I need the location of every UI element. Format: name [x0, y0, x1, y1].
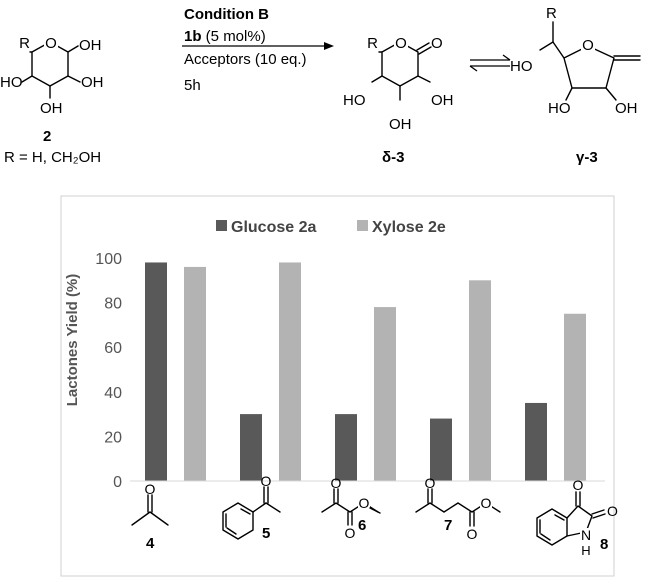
equilibrium-arrows	[469, 54, 511, 72]
legend-swatch-xylose	[357, 220, 368, 231]
product-delta-label: δ-3	[382, 149, 404, 166]
pyruvate-ester-oxygen: O	[359, 495, 370, 511]
c3-oh-label: OH	[40, 100, 63, 117]
reactant-structure: O R OH OH HO OH	[0, 33, 104, 117]
acceptor-structures: O 4 O 5 O O O 6	[131, 473, 618, 558]
gamma-lactone-structure: O R HO HO OH	[510, 5, 641, 117]
bar-glucose-7	[430, 418, 452, 481]
y-tick-label: 100	[95, 251, 122, 268]
gamma-c3-ho-label: HO	[548, 100, 571, 117]
time-line: 5h	[184, 77, 201, 94]
pyruvate-ketone-oxygen: O	[331, 475, 342, 491]
bar-xylose-4	[184, 266, 206, 481]
anomeric-oh-label: OH	[79, 37, 102, 54]
carbonyl-oxygen: O	[431, 35, 443, 52]
bar-xylose-7	[469, 280, 491, 481]
bar-glucose-6	[335, 414, 357, 481]
bar-glucose-8	[525, 402, 547, 481]
acceptor-number-6: 6	[358, 517, 366, 534]
lactone-r-label: R	[367, 35, 378, 52]
acceptor-number-4: 4	[146, 535, 155, 552]
bar-glucose-4	[145, 262, 167, 481]
gamma-c2-oh-label: OH	[615, 100, 638, 117]
acceptor-number-5: 5	[262, 525, 270, 542]
acceptor-acetone: O 4	[131, 481, 169, 552]
acceptor-number-7: 7	[444, 517, 452, 534]
acceptors-line: Acceptors (10 eq.)	[184, 51, 307, 68]
y-axis-label: Lactones Yield (%)	[64, 274, 81, 407]
lactone-c4-ho-label: HO	[343, 92, 366, 109]
levulinate-ester-carbonyl-oxygen: O	[467, 526, 478, 542]
lactone-ring-oxygen: O	[395, 35, 407, 52]
bar-glucose-5	[240, 414, 262, 481]
bar-marks	[145, 262, 586, 481]
pyruvate-ester-carbonyl-oxygen: O	[345, 525, 356, 541]
y-axis-ticks: 0 20 40 60 80 100	[95, 251, 122, 491]
y-tick-label: 60	[104, 340, 122, 357]
product-gamma-label: γ-3	[576, 149, 598, 166]
acetone-oxygen: O	[145, 481, 156, 497]
reactant-number: 2	[43, 128, 51, 145]
legend-label-glucose: Glucose 2a	[231, 219, 316, 236]
acceptor-acetophenone: O 5	[222, 473, 281, 542]
chart-frame	[60, 195, 615, 577]
acceptor-isatin: O O N H 8	[536, 477, 618, 558]
r-group-label: R	[19, 35, 30, 52]
acceptor-number-8: 8	[600, 536, 608, 553]
y-tick-label: 40	[104, 385, 122, 402]
bar-xylose-8	[564, 313, 586, 481]
acceptor-methyl-pyruvate: O O O 6	[321, 475, 381, 541]
bar-xylose-6	[374, 307, 396, 481]
gamma-r-label: R	[546, 5, 557, 22]
isatin-c2-oxygen: O	[607, 503, 618, 519]
levulinate-ketone-oxygen: O	[425, 475, 436, 491]
ring-oxygen: O	[45, 35, 57, 52]
isatin-n-hydrogen: H	[581, 543, 590, 558]
catalyst-line: 1b (5 mol%)	[184, 28, 266, 45]
r-definition: R = H, CH₂OH	[4, 149, 101, 166]
reaction-scheme: O R OH OH HO OH 2 R = H, CH₂OH Condition…	[0, 5, 641, 166]
chart-legend: Glucose 2a Xylose 2e	[216, 219, 446, 236]
levulinate-ester-oxygen: O	[481, 495, 492, 511]
c2-oh-label: OH	[81, 74, 104, 91]
y-tick-label: 0	[113, 474, 122, 491]
acceptor-methyl-levulinate: O O O 7	[415, 475, 501, 542]
y-tick-label: 20	[104, 429, 122, 446]
gamma-lactone-ring	[563, 45, 615, 89]
y-tick-label: 80	[104, 296, 122, 313]
isatin-nitrogen: N	[581, 527, 591, 543]
legend-label-xylose: Xylose 2e	[372, 219, 446, 236]
lactone-c3-oh-label: OH	[389, 116, 412, 133]
bar-xylose-5	[279, 262, 301, 481]
acetophenone-oxygen: O	[261, 473, 272, 489]
legend-swatch-glucose	[216, 220, 227, 231]
reaction-conditions: Condition B 1b (5 mol%) Acceptors (10 eq…	[182, 6, 334, 94]
gamma-side-ho-label: HO	[510, 58, 533, 75]
reaction-arrowhead	[324, 42, 334, 50]
delta-lactone-structure: O R O OH HO OH	[343, 33, 454, 133]
gamma-ring-oxygen: O	[582, 37, 594, 54]
c4-ho-label: HO	[0, 74, 23, 91]
chart-panel: Glucose 2a Xylose 2e Lactones Yield (%) …	[60, 195, 615, 577]
lactone-c2-oh-label: OH	[431, 92, 454, 109]
isatin-c3-oxygen: O	[573, 477, 584, 493]
condition-title: Condition B	[184, 6, 269, 23]
